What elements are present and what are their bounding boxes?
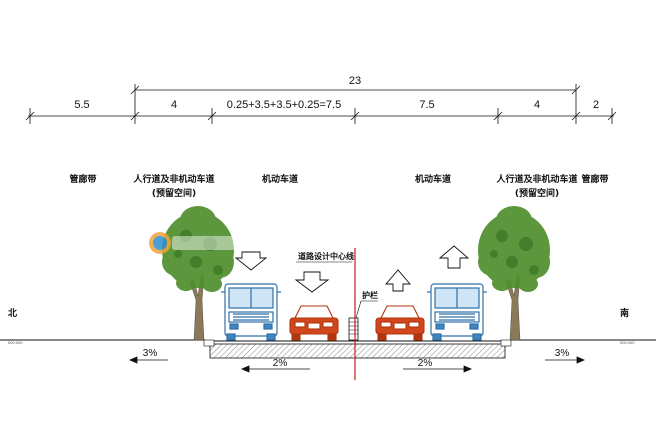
south-label: 南 (620, 307, 629, 319)
guardrail-label: 护栏 (362, 290, 378, 300)
dim-seg-4: 7.5 (419, 99, 434, 111)
left-lane-down-arrow-icon-2 (294, 271, 330, 293)
zone-right-motor: 机动车道 (415, 173, 451, 185)
slope-right-outer: 3% (555, 348, 570, 359)
slope-left-outer: 3% (143, 348, 158, 359)
guardrail-post (348, 317, 359, 341)
dim-seg-6: 2 (593, 99, 599, 111)
north-label: 北 (8, 307, 17, 319)
dim-seg-1: 5.5 (74, 99, 89, 111)
left-tree-icon (162, 206, 234, 341)
zone-right-corridor: 管廊带 (581, 173, 608, 185)
zone-right-sidewalk-note: (预留空间) (515, 187, 559, 199)
right-curb (500, 339, 512, 347)
left-ground-tag: 000.000 (8, 340, 23, 345)
dim-total: 23 (349, 75, 361, 87)
left-curb (203, 339, 215, 347)
right-lane-up-arrow-icon (385, 269, 411, 292)
right-bus-icon (427, 283, 487, 341)
centerline-label: 道路设计中心线 (298, 251, 354, 261)
right-car-icon (375, 305, 425, 341)
dim-seg-2: 4 (171, 99, 177, 111)
zone-left-sidewalk: 人行道及非机动车道 (132, 173, 214, 185)
right-lane-up-arrow-icon-2 (438, 245, 470, 269)
watermark-logo (149, 232, 252, 254)
left-bus-icon (221, 283, 281, 341)
left-car-icon (289, 305, 339, 341)
slope-left-road: 2% (273, 358, 288, 369)
left-lane-down-arrow-icon (234, 251, 268, 271)
zone-right-sidewalk: 人行道及非机动车道 (495, 173, 577, 185)
dim-seg-3: 0.25+3.5+3.5+0.25=7.5 (227, 99, 341, 111)
dimension-chain (25, 84, 617, 124)
zone-left-sidewalk-note: (预留空间) (152, 187, 196, 199)
zone-left-corridor: 管廊带 (69, 173, 96, 185)
right-ground-tag: 000.000 (620, 340, 635, 345)
dim-seg-5: 4 (534, 99, 540, 111)
road-pavement-slab (209, 343, 506, 359)
right-tree-icon (478, 206, 550, 341)
slope-right-road: 2% (418, 358, 433, 369)
zone-left-motor: 机动车道 (262, 173, 298, 185)
